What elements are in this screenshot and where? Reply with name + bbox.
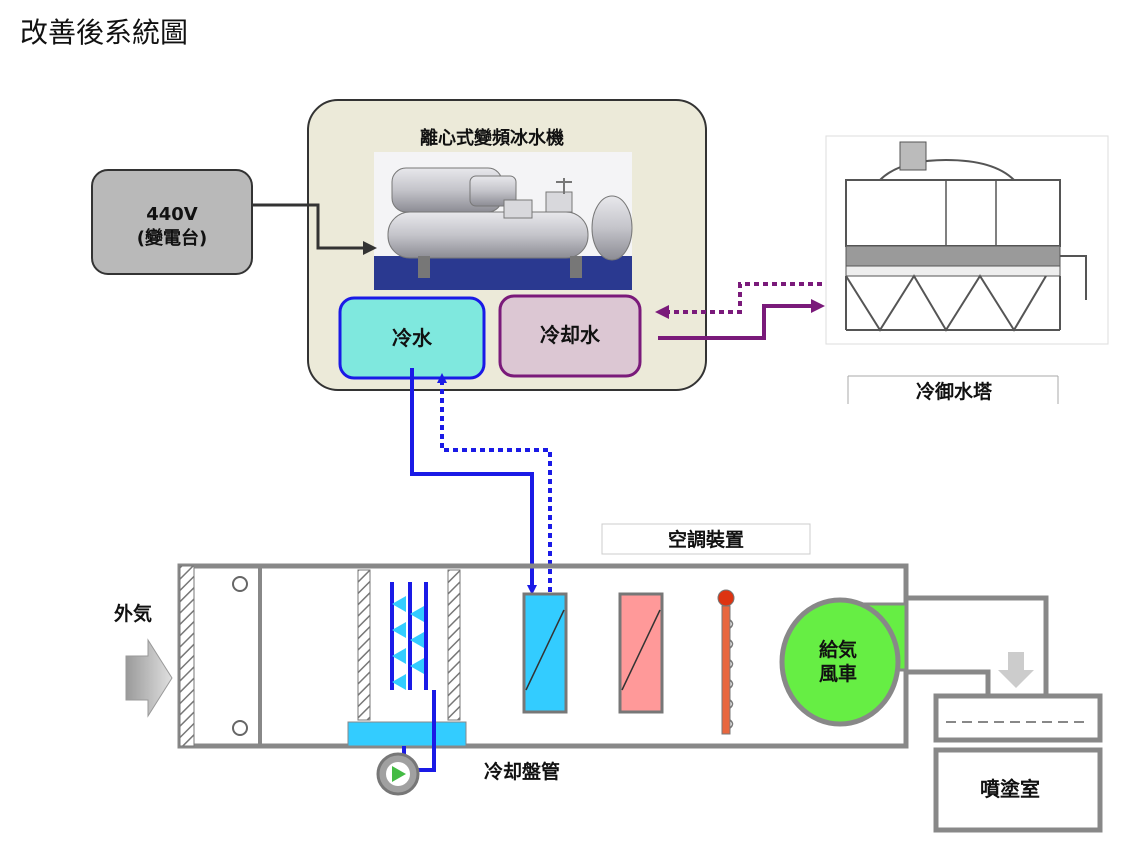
chiller-panel: 離心式變頻冰水機 冷水 冷却水 bbox=[307, 99, 707, 391]
heater-rod bbox=[717, 589, 735, 735]
chilled-water-label: 冷水 bbox=[392, 326, 433, 350]
cooling-water-label: 冷却水 bbox=[540, 323, 601, 347]
cooling-tower-label-box: 冷御水塔 bbox=[847, 375, 1059, 404]
ahu-label-box: 空調裝置 bbox=[601, 523, 811, 555]
ahu-casing bbox=[177, 563, 909, 749]
chiller-label: 離心式變頻冰水機 bbox=[420, 127, 564, 149]
cooling-water-return-line bbox=[655, 282, 822, 319]
chilled-water-supply-line bbox=[410, 368, 537, 595]
power-line bbox=[252, 203, 377, 255]
spray-room-label: 噴塗室 bbox=[980, 777, 1040, 801]
cooling-tower bbox=[825, 135, 1109, 345]
chilled-water-coil bbox=[522, 592, 568, 714]
page-title: 改善後系統圖 bbox=[20, 16, 188, 49]
cooling-coil-section bbox=[347, 569, 467, 772]
cooling-water-supply-line bbox=[658, 299, 825, 340]
chiller-image bbox=[374, 152, 633, 290]
supply-fan: 給気 風車 bbox=[779, 597, 908, 727]
transformer-label: (變電台) bbox=[137, 227, 207, 249]
outside-air-arrow bbox=[125, 638, 173, 718]
heating-coil bbox=[618, 592, 664, 714]
cooling-coil-label: 冷却盤管 bbox=[484, 760, 560, 783]
spray-room: 噴塗室 bbox=[933, 693, 1103, 833]
ahu-label: 空調裝置 bbox=[668, 528, 744, 551]
cooling-water-box bbox=[498, 294, 642, 378]
transformer: 440V (變電台) bbox=[91, 169, 253, 275]
cooling-tower-label: 冷御水塔 bbox=[916, 380, 993, 403]
supply-fan-label-line2: 風車 bbox=[819, 662, 857, 685]
pump bbox=[376, 752, 420, 796]
outside-air-label: 外気 bbox=[114, 602, 152, 625]
supply-duct bbox=[906, 595, 1049, 696]
transformer-voltage: 440V bbox=[146, 204, 198, 225]
supply-fan-label-line1: 給気 bbox=[819, 638, 857, 661]
